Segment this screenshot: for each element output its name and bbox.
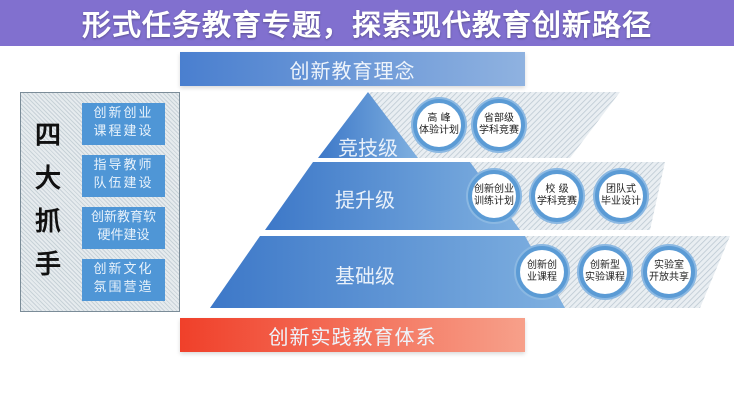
circle-line: 学科竞赛 <box>537 196 577 207</box>
left-item: 创新教育软硬件建设 <box>82 207 165 249</box>
circle-line: 开放共享 <box>649 272 689 283</box>
tier-circle: 创新型实验课程 <box>579 246 631 298</box>
circle-line: 创新型 <box>590 260 620 271</box>
left-item-line: 氛围营造 <box>93 280 154 295</box>
four-key-points-panel: 四 大 抓 手 创新创业课程建设 指导教师队伍建设 创新教育软硬件建设 创新文化… <box>20 92 180 312</box>
circle-line: 学科竞赛 <box>479 125 519 136</box>
circle-line: 创新创业 <box>474 184 514 195</box>
title-char: 手 <box>34 250 61 280</box>
left-item-line: 创新文化 <box>93 262 154 277</box>
tier-label-basic: 基础级 <box>335 264 395 288</box>
tier-circle: 高 峰体验计划 <box>413 99 465 151</box>
top-bar-education-concept: 创新教育理念 <box>180 52 525 86</box>
left-item: 指导教师队伍建设 <box>82 155 165 197</box>
tier-label-improvement: 提升级 <box>335 188 395 212</box>
left-item-line: 指导教师 <box>93 158 154 173</box>
tier-circle: 团队式毕业设计 <box>595 170 647 222</box>
title-char: 四 <box>34 121 61 151</box>
tier-middle <box>265 162 520 230</box>
tier-label-competition: 竞技级 <box>338 136 398 160</box>
left-item-line: 创新创业 <box>93 106 154 121</box>
circle-line: 训练计划 <box>474 196 514 207</box>
tier-bottom <box>210 236 565 308</box>
title-banner: 形式任务教育专题，探索现代教育创新路径 <box>0 0 734 46</box>
circle-line: 高 峰 <box>427 113 451 124</box>
tier-circle: 省部级学科竞赛 <box>473 99 525 151</box>
tier-top <box>318 92 418 158</box>
left-item-line: 创新教育软 <box>90 210 156 225</box>
circle-line: 校 级 <box>545 184 569 195</box>
circle-line: 毕业设计 <box>601 196 641 207</box>
title-char: 抓 <box>34 207 61 237</box>
top-bar-label: 创新教育理念 <box>289 58 416 83</box>
circle-line: 业课程 <box>527 272 557 283</box>
bottom-bar-practice-system: 创新实践教育体系 <box>180 318 525 352</box>
tier-circle: 创新创业课程 <box>516 246 568 298</box>
left-item-line: 队伍建设 <box>93 176 154 191</box>
circle-line: 创新创 <box>527 260 557 271</box>
tier-circle: 校 级学科竞赛 <box>531 170 583 222</box>
tier-circle: 实验室开放共享 <box>643 246 695 298</box>
title-char: 大 <box>34 164 61 194</box>
left-item-line: 硬件建设 <box>97 228 150 243</box>
banner-title: 形式任务教育专题，探索现代教育创新路径 <box>81 8 652 42</box>
circle-line: 实验课程 <box>585 272 625 283</box>
tier-circle: 创新创业训练计划 <box>468 170 520 222</box>
left-item-line: 课程建设 <box>93 124 154 139</box>
circle-line: 实验室 <box>654 260 684 271</box>
circle-line: 体验计划 <box>419 125 459 136</box>
left-item: 创新文化氛围营造 <box>82 259 165 301</box>
circle-line: 团队式 <box>606 184 636 195</box>
circle-line: 省部级 <box>484 113 514 124</box>
left-panel-title: 四 大 抓 手 <box>33 115 63 287</box>
bottom-bar-label: 创新实践教育体系 <box>268 324 437 349</box>
left-item: 创新创业课程建设 <box>82 103 165 145</box>
